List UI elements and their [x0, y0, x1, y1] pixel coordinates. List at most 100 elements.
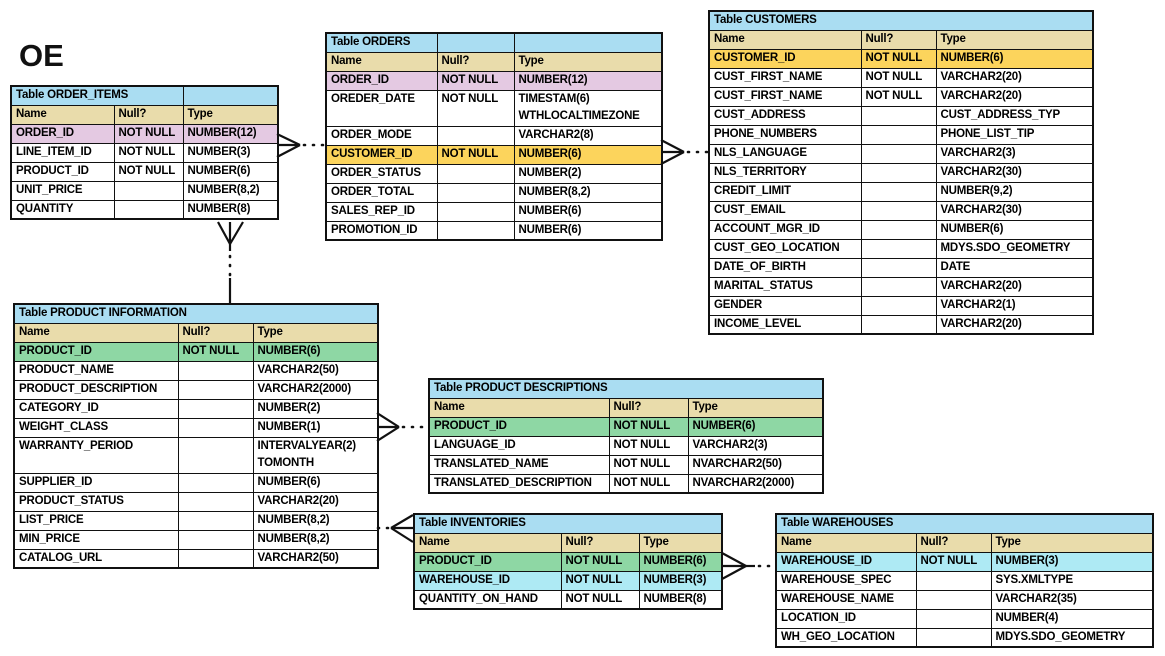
cell-column-name: PRODUCT_STATUS: [13, 491, 179, 512]
cell-type: NUMBER(6): [935, 48, 1094, 69]
cell-nullable: [860, 257, 937, 278]
table-row: SALES_REP_ID NUMBER(6): [325, 201, 663, 222]
cell-nullable: [860, 143, 937, 164]
relationship-order-items-product-information: [217, 221, 244, 303]
table-row: WAREHOUSE_NAME VARCHAR2(35): [775, 589, 1154, 610]
cell-column-name: QUANTITY_ON_HAND: [413, 589, 562, 610]
cell-column-name: PHONE_NUMBERS: [708, 124, 862, 145]
cell-nullable: NOT NULL: [113, 161, 184, 182]
col-header-name: Name: [775, 532, 917, 553]
table-row: CATALOG_URL VARCHAR2(50): [13, 548, 379, 569]
table-title-spacer: [182, 85, 279, 106]
cell-column-name: ACCOUNT_MGR_ID: [708, 219, 862, 240]
table-row: WAREHOUSE_ID NOT NULL NUMBER(3): [775, 551, 1154, 572]
table-title-spacer: [513, 32, 663, 53]
cell-nullable: NOT NULL: [113, 123, 184, 144]
cell-nullable: [436, 182, 515, 203]
table-title-row: Table WAREHOUSES: [775, 513, 1154, 534]
cell-nullable: [860, 200, 937, 221]
table-row: PRODUCT_STATUS VARCHAR2(20): [13, 491, 379, 512]
cell-type: NUMBER(8,2): [252, 529, 379, 550]
col-header-name: Name: [428, 397, 610, 418]
cell-type: TIMESTAM(6) WTHLOCALTIMEZONE: [513, 89, 663, 127]
table-order-items: Table ORDER_ITEMS Name Null? Type ORDER_…: [10, 85, 280, 220]
col-header-null: Null?: [860, 29, 937, 50]
cell-type: VARCHAR2(20): [935, 276, 1094, 297]
table-row: PROMOTION_ID NUMBER(6): [325, 220, 663, 241]
table-title: Table INVENTORIES: [413, 513, 723, 534]
cell-column-name: TRANSLATED_DESCRIPTION: [428, 473, 610, 494]
cell-column-name: PRODUCT_ID: [413, 551, 562, 572]
cell-column-name: CUST_EMAIL: [708, 200, 862, 221]
table-customers: Table CUSTOMERS Name Null? Type CUSTOMER…: [708, 10, 1094, 335]
cell-type: NUMBER(8): [638, 589, 723, 610]
relationship-product-information-product-descriptions: [376, 412, 430, 442]
table-row: GENDER VARCHAR2(1): [708, 295, 1094, 316]
table-row: LANGUAGE_ID NOT NULL VARCHAR2(3): [428, 435, 824, 456]
cell-column-name: GENDER: [708, 295, 862, 316]
table-title-spacer: [436, 32, 515, 53]
cell-column-name: MIN_PRICE: [13, 529, 179, 550]
table-title-row: Table ORDERS: [325, 32, 663, 53]
cell-nullable: NOT NULL: [608, 416, 689, 437]
table-row: PRODUCT_NAME VARCHAR2(50): [13, 360, 379, 381]
cell-nullable: [177, 548, 254, 569]
col-header-type: Type: [935, 29, 1094, 50]
cell-nullable: NOT NULL: [608, 454, 689, 475]
cell-type: VARCHAR2(20): [935, 314, 1094, 335]
cell-type: CUST_ADDRESS_TYP: [935, 105, 1094, 126]
table-title: Table ORDERS: [325, 32, 438, 53]
cell-nullable: [860, 124, 937, 145]
table-row: QUANTITY NUMBER(8): [10, 199, 279, 220]
table-row: WAREHOUSE_SPEC SYS.XMLTYPE: [775, 570, 1154, 591]
column-header-row: Name Null? Type: [413, 532, 723, 553]
col-header-name: Name: [325, 51, 438, 72]
col-header-name: Name: [10, 104, 115, 125]
cell-nullable: [860, 238, 937, 259]
cell-nullable: NOT NULL: [860, 86, 937, 107]
cell-nullable: [860, 162, 937, 183]
table-row: ORDER_TOTAL NUMBER(8,2): [325, 182, 663, 203]
table-row: WARRANTY_PERIOD INTERVALYEAR(2) TOMONTH: [13, 436, 379, 474]
column-header-row: Name Null? Type: [708, 29, 1094, 50]
cell-nullable: NOT NULL: [608, 435, 689, 456]
cell-column-name: WAREHOUSE_ID: [775, 551, 917, 572]
cell-column-name: PROMOTION_ID: [325, 220, 438, 241]
cell-column-name: CUST_FIRST_NAME: [708, 67, 862, 88]
cell-column-name: SUPPLIER_ID: [13, 472, 179, 493]
table-row: CUSTOMER_ID NOT NULL NUMBER(6): [708, 48, 1094, 69]
cell-column-name: CREDIT_LIMIT: [708, 181, 862, 202]
cell-column-name: PRODUCT_ID: [428, 416, 610, 437]
cell-type: VARCHAR2(30): [935, 162, 1094, 183]
cell-column-name: WH_GEO_LOCATION: [775, 627, 917, 648]
cell-column-name: MARITAL_STATUS: [708, 276, 862, 297]
cell-nullable: [177, 491, 254, 512]
cell-column-name: INCOME_LEVEL: [708, 314, 862, 335]
cell-column-name: CUST_FIRST_NAME: [708, 86, 862, 107]
table-row: PHONE_NUMBERS PHONE_LIST_TIP: [708, 124, 1094, 145]
cell-nullable: [177, 379, 254, 400]
table-row: CREDIT_LIMIT NUMBER(9,2): [708, 181, 1094, 202]
relationship-product-information-inventories: [376, 514, 414, 543]
cell-type: VARCHAR2(20): [935, 86, 1094, 107]
col-header-name: Name: [13, 322, 179, 343]
cell-type: NUMBER(2): [252, 398, 379, 419]
table-row: ORDER_ID NOT NULL NUMBER(12): [10, 123, 279, 144]
cell-type: VARCHAR2(35): [990, 589, 1154, 610]
cell-nullable: NOT NULL: [608, 473, 689, 494]
table-row: CUSTOMER_ID NOT NULL NUMBER(6): [325, 144, 663, 165]
cell-nullable: [860, 105, 937, 126]
cell-column-name: LINE_ITEM_ID: [10, 142, 115, 163]
cell-column-name: OREDER_DATE: [325, 89, 438, 127]
cell-column-name: CUST_ADDRESS: [708, 105, 862, 126]
col-header-type: Type: [182, 104, 279, 125]
table-row: NLS_LANGUAGE VARCHAR2(3): [708, 143, 1094, 164]
cell-nullable: [860, 295, 937, 316]
cell-column-name: SALES_REP_ID: [325, 201, 438, 222]
cell-nullable: [860, 276, 937, 297]
table-row: CUST_ADDRESS CUST_ADDRESS_TYP: [708, 105, 1094, 126]
cell-nullable: [113, 199, 184, 220]
cell-type: DATE: [935, 257, 1094, 278]
column-header-row: Name Null? Type: [775, 532, 1154, 553]
